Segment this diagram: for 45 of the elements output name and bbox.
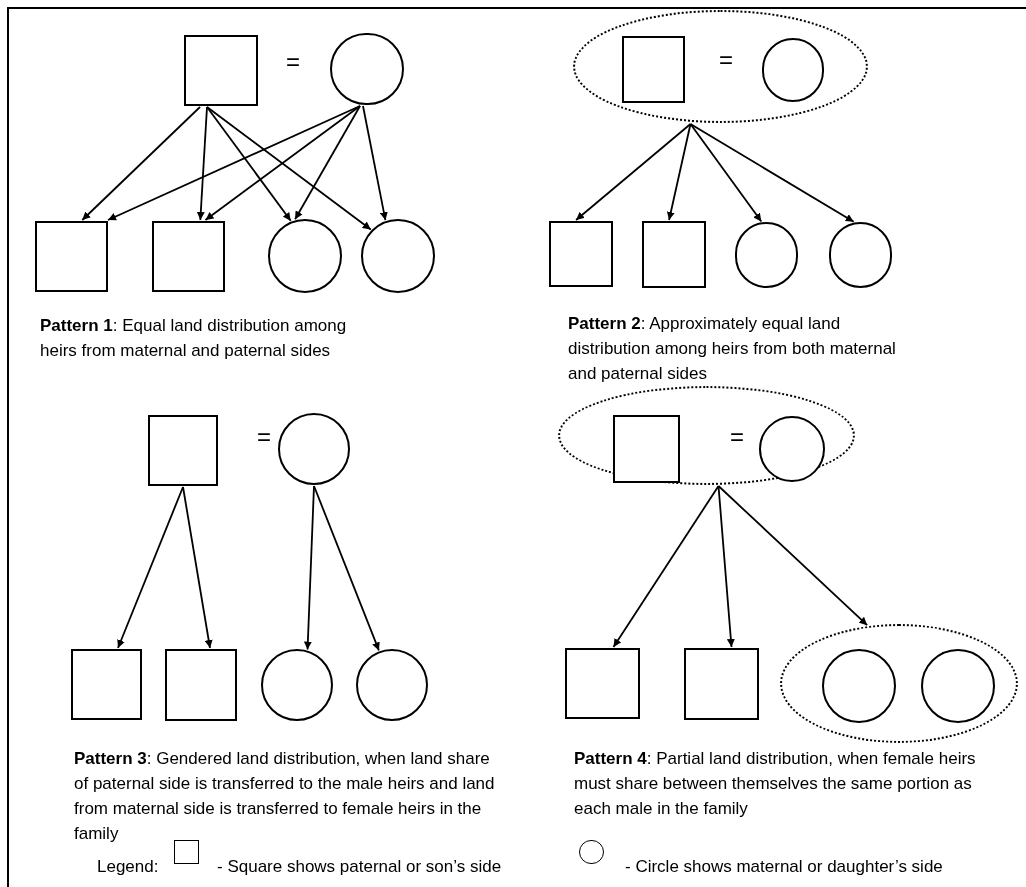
arrow [107,105,361,221]
square-node [71,649,142,720]
arrow [204,105,361,221]
legend-text: - Circle shows maternal or daughter’s side [625,856,944,878]
dotted-ellipse-group [780,624,1018,743]
legend-text: - Square shows paternal or son’s side [217,856,503,878]
dotted-ellipse-group [558,386,855,485]
arrow [206,106,372,231]
pattern-caption: Pattern 1: Equal land distribution among heirs from maternal and paternal sides [40,315,348,362]
arrow [612,485,720,648]
arrow [717,485,869,627]
equals-sign: = [718,48,734,72]
arrow [666,123,692,221]
dotted-ellipse-group [573,10,868,123]
arrow [182,486,213,649]
arrow [689,123,763,223]
arrow [196,106,208,221]
arrow [294,105,361,221]
square-node [549,221,613,287]
arrow [575,123,692,221]
equals-sign: = [729,425,745,449]
square-node [184,35,258,106]
arrow [81,106,201,221]
square-node [642,221,706,288]
arrow [362,105,388,222]
arrow [303,485,315,651]
square-node [148,415,218,486]
legend-title: Legend: [97,856,160,878]
equals-sign: = [256,425,272,449]
arrow [117,486,184,649]
square-node [152,221,225,292]
square-node [565,648,640,719]
pattern-caption: Pattern 2: Approximately equal land distribution among heirs from both maternal and paternal sides [568,313,897,385]
square-node [613,415,680,483]
arrow [313,485,380,652]
arrow [717,485,735,648]
pattern-caption: Pattern 3: Gendered land distribution, when land share of paternal side is transferred to the male heirs and land from maternal side is transferred to female heirs in the family [74,748,496,845]
arrow [689,123,855,223]
square-node [165,649,237,721]
square-node [622,36,685,103]
equals-sign: = [285,50,301,74]
pattern-caption: Pattern 4: Partial land distribution, when female heirs must share between themselves the same portion as each male in the family [574,748,977,820]
arrow [206,106,292,222]
square-node [35,221,108,292]
square-node [684,648,759,720]
